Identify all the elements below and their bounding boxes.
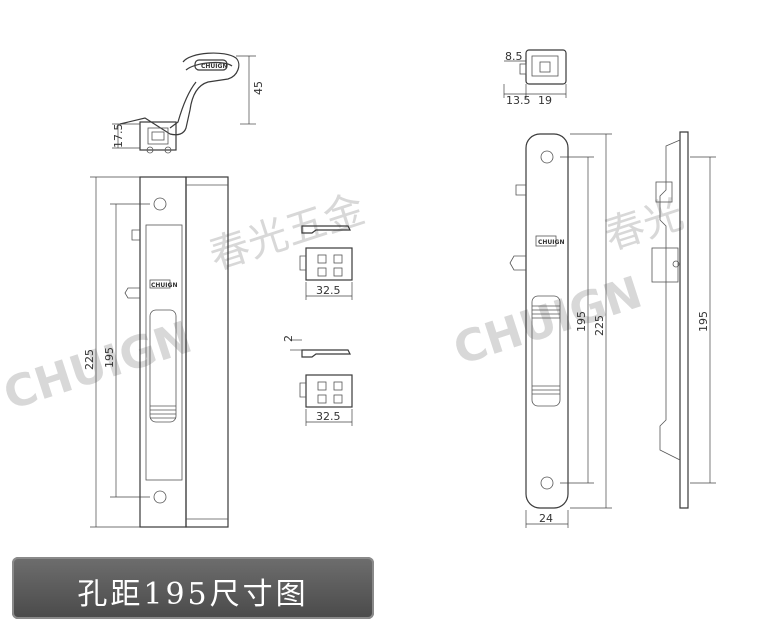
dim-side-hole: 195 — [697, 311, 710, 332]
dim-right-total: 225 — [593, 315, 606, 336]
watermark-en-2: CHUIGN — [448, 267, 648, 376]
watermark-en-1: CHUIGN — [0, 312, 198, 421]
lock-side-view: 195 — [651, 131, 716, 509]
dim-strike-width-1: 32.5 — [316, 284, 341, 297]
front-logo-text: CHUIGN — [151, 282, 177, 289]
watermarks: 春光五金 CHUIGN 春光 CHUIGN — [0, 186, 689, 420]
dim-right-hole: 195 — [575, 311, 588, 332]
dim-top-right-b: 13.5 — [506, 94, 531, 107]
handle-logo-text: CHUIGN — [201, 63, 227, 70]
strike-plates: 32.5 2 32.5 — [282, 225, 353, 426]
dim-strike-width-2: 32.5 — [316, 410, 341, 423]
lock-logo-text: CHUIGN — [538, 239, 564, 246]
lock-front-view: CHUIGN 195 225 24 — [509, 133, 612, 528]
caption-text: 孔距195尺寸图 — [77, 577, 309, 612]
dim-left-hole: 195 — [103, 347, 116, 368]
dim-top-left-height: 45 — [252, 81, 265, 95]
handle-side-view: CHUIGN 45 17.5 — [112, 52, 265, 154]
dim-strike-gap: 2 — [282, 335, 295, 342]
dim-left-total: 225 — [83, 349, 96, 370]
watermark-cn-1: 春光五金 — [204, 186, 370, 279]
handle-front-view: CHUIGN 225 195 — [83, 176, 229, 528]
dim-top-left-offset: 17.5 — [112, 124, 125, 149]
caption-banner: 孔距195尺寸图 — [12, 557, 374, 619]
dim-top-right-a: 8.5 — [505, 50, 523, 63]
dim-right-width: 24 — [539, 512, 553, 525]
watermark-cn-2: 春光 — [599, 191, 689, 259]
dim-top-right-c: 19 — [538, 94, 552, 107]
lock-top-view: 8.5 13.5 19 — [503, 49, 567, 107]
